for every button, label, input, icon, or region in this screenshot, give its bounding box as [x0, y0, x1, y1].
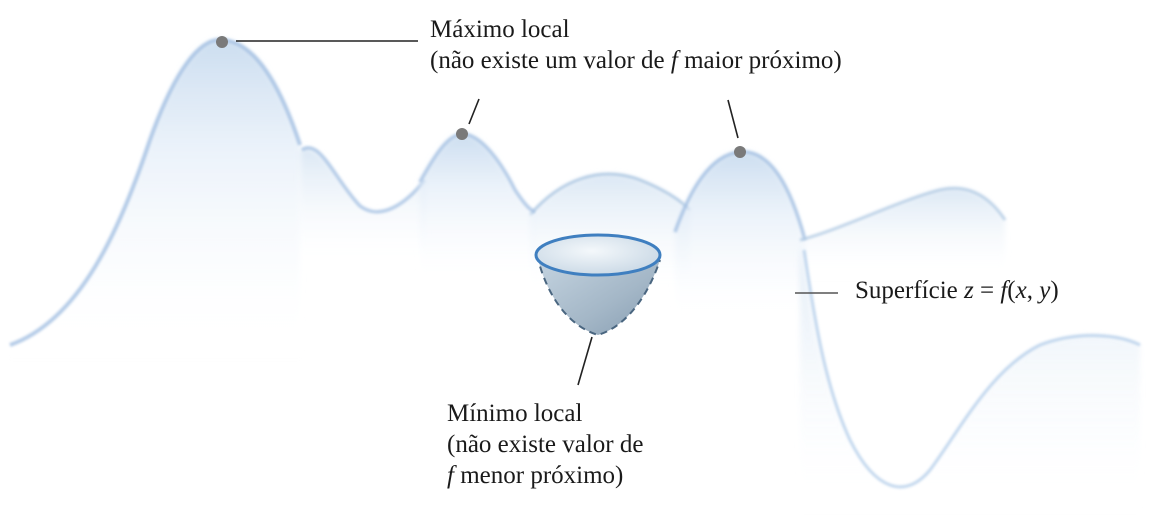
- surface-open-paren: (: [1007, 277, 1016, 304]
- local-max-desc-f: f: [670, 47, 678, 74]
- surface-word: Superfície: [855, 277, 958, 304]
- surface-close-paren: ): [1050, 277, 1059, 304]
- deep-valley-edge: [802, 249, 1141, 489]
- left-valley-edge: [301, 146, 427, 214]
- back-ridge-edge: [528, 172, 692, 216]
- local-min-title: Mínimo local: [447, 400, 583, 427]
- local-min-bowl: [534, 233, 662, 337]
- left-peak: [10, 39, 300, 360]
- local-min-desc-post: menor próximo): [453, 462, 624, 489]
- right-shoulder-edge: [799, 186, 1007, 242]
- surface-y: y: [1039, 277, 1051, 304]
- local-min-desc-f: f: [447, 462, 454, 489]
- local-max-point-middle: [456, 128, 468, 140]
- local-max-desc-post: maior próximo): [677, 47, 842, 74]
- middle-peak: [420, 134, 535, 290]
- middle-peak-edge: [418, 132, 536, 214]
- max-leader-right: [727, 99, 739, 139]
- surface-comma: ,: [1026, 277, 1040, 304]
- local-min-description-1: (não existe valor de: [447, 431, 644, 458]
- local-max-point-left: [216, 36, 228, 48]
- right-peak: [675, 151, 805, 330]
- local-max-description: (não existe um valor de f maior próximo): [430, 45, 842, 76]
- deep-valley: [800, 245, 1140, 516]
- local-max-label: Máximo local (não existe um valor de f m…: [430, 14, 842, 76]
- local-max-desc-pre: (não existe um valor de: [430, 47, 671, 74]
- surface-x: x: [1015, 277, 1027, 304]
- local-max-point-right: [734, 146, 746, 158]
- surface-f: f: [1000, 277, 1008, 304]
- local-min-label: Mínimo local (não existe valor de f meno…: [447, 398, 643, 491]
- surface-label: Superfície z = f(x, y): [855, 275, 1059, 306]
- local-max-title: Máximo local: [430, 16, 570, 43]
- left-peak-edge: [9, 37, 302, 347]
- surface-z: z: [963, 277, 974, 304]
- max-leader-mid: [468, 98, 480, 125]
- surface-eq: =: [973, 277, 1001, 304]
- local-min-description-2: f menor próximo): [447, 460, 643, 491]
- right-shoulder: [800, 188, 1005, 280]
- min-leader: [577, 336, 593, 386]
